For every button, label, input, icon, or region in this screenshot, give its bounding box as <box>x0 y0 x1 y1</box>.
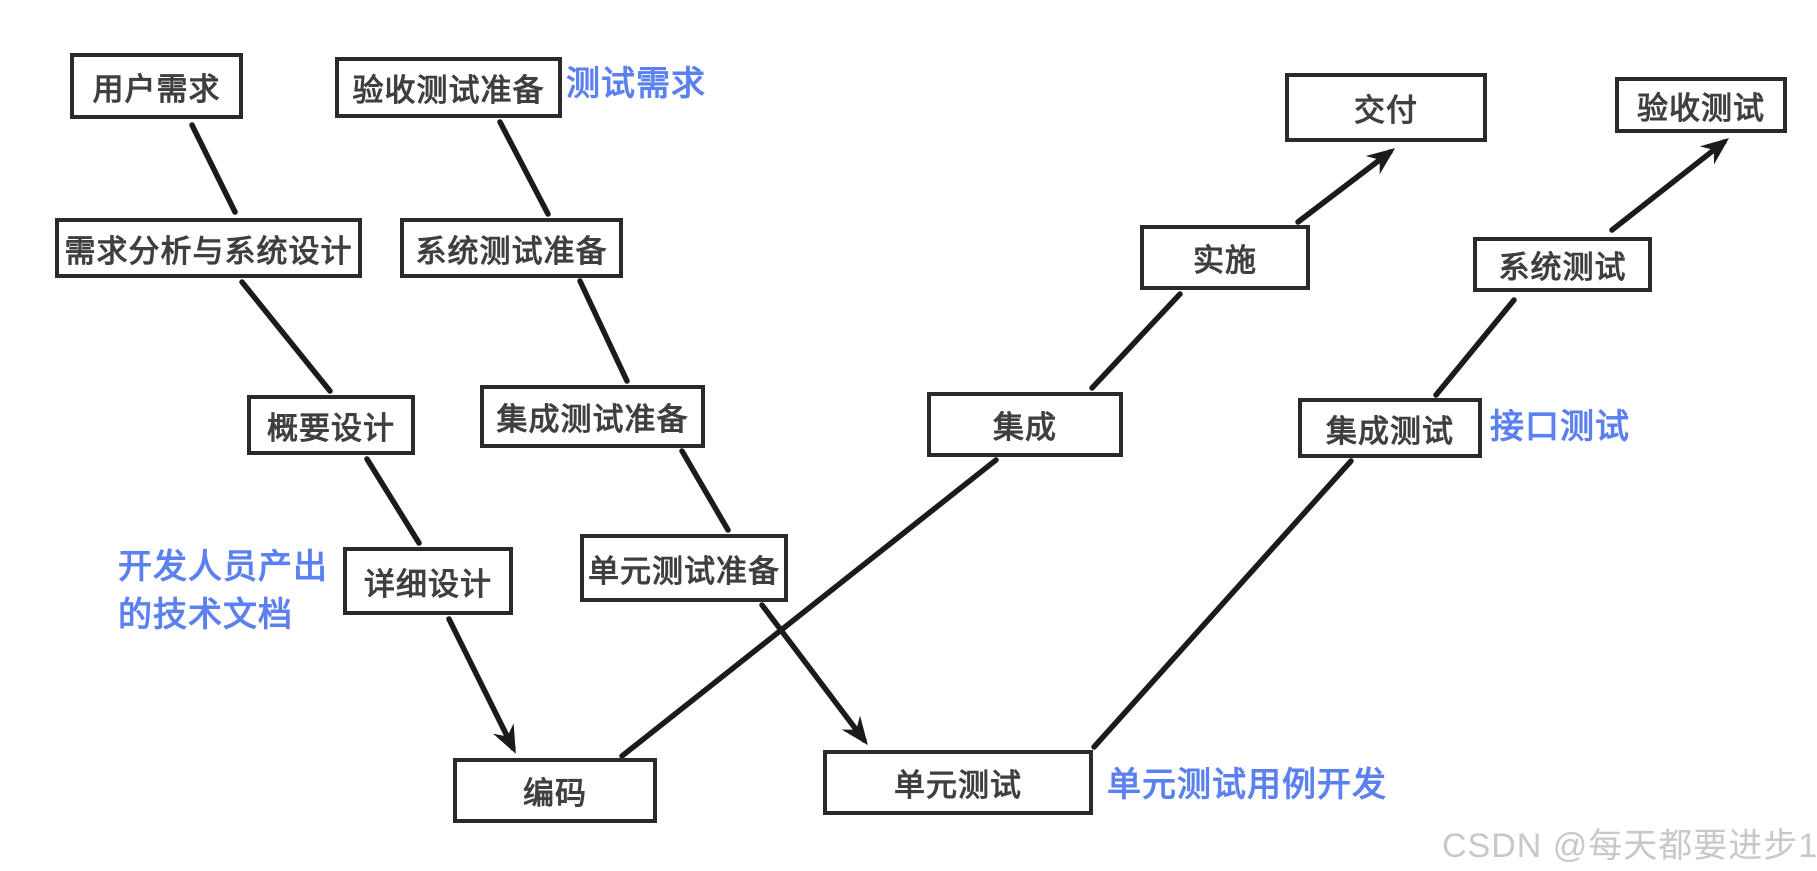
connector-coding-to-integration <box>619 457 999 759</box>
unit-test-case-dev-label: 单元测试用例开发 <box>1107 761 1387 809</box>
test-requirements-label-line-1: 测试需求 <box>566 65 706 103</box>
flow-box-acceptance-testing: 验收测试 <box>1615 77 1787 133</box>
connector-user-requirements-to-req-analysis-design <box>189 122 238 215</box>
connector-unit-test-prep-to-unit-testing <box>759 602 868 746</box>
connector-lines <box>189 119 1730 759</box>
connector-system-test-prep-to-integration-test-prep <box>577 278 630 384</box>
flow-box-integration-test-prep: 集成测试准备 <box>480 385 705 448</box>
flow-box-integration-testing: 集成测试 <box>1298 398 1482 458</box>
connector-detailed-design-to-coding <box>446 616 516 754</box>
connector-acceptance-test-prep-to-system-test-prep <box>497 119 551 217</box>
unit-test-case-dev-label-line-1: 单元测试用例开发 <box>1107 766 1387 804</box>
connector-integration-to-implementation <box>1089 291 1183 391</box>
connector-req-analysis-design-to-high-level-design <box>239 279 333 394</box>
dev-docs-label-line-2: 的技术文档 <box>118 596 293 635</box>
flow-box-system-testing: 系统测试 <box>1473 237 1652 292</box>
flow-box-acceptance-test-prep: 验收测试准备 <box>335 57 562 118</box>
connector-integration-test-prep-to-unit-test-prep <box>679 448 731 533</box>
interface-test-label-line-1: 接口测试 <box>1490 408 1630 446</box>
connector-high-level-design-to-detailed-design <box>364 456 422 546</box>
dev-docs-label-line-1: 开发人员产出 <box>118 548 328 586</box>
interface-test-label: 接口测试 <box>1490 403 1630 451</box>
flow-box-implementation: 实施 <box>1140 225 1310 290</box>
flow-box-delivery: 交付 <box>1285 73 1487 142</box>
flow-box-unit-test-prep: 单元测试准备 <box>580 534 788 602</box>
connector-unit-testing-to-integration-testing <box>1091 458 1354 750</box>
flow-box-high-level-design: 概要设计 <box>247 395 415 455</box>
csdn-watermark: CSDN @每天都要进步1 <box>1442 827 1817 865</box>
flow-box-req-analysis-design: 需求分析与系统设计 <box>55 218 362 278</box>
connector-implementation-to-delivery <box>1295 148 1396 225</box>
flow-box-user-requirements: 用户需求 <box>70 53 243 119</box>
flow-box-integration: 集成 <box>927 392 1123 457</box>
test-requirements-label: 测试需求 <box>566 60 706 108</box>
dev-docs-label: 开发人员产出的技术文档 <box>118 543 328 640</box>
flow-box-coding: 编码 <box>453 758 657 823</box>
flow-box-unit-testing: 单元测试 <box>823 750 1093 815</box>
flow-box-detailed-design: 详细设计 <box>343 547 513 615</box>
flow-box-system-test-prep: 系统测试准备 <box>400 218 623 278</box>
connector-integration-testing-to-system-testing <box>1433 297 1517 398</box>
connector-system-testing-to-acceptance-testing <box>1609 138 1730 233</box>
